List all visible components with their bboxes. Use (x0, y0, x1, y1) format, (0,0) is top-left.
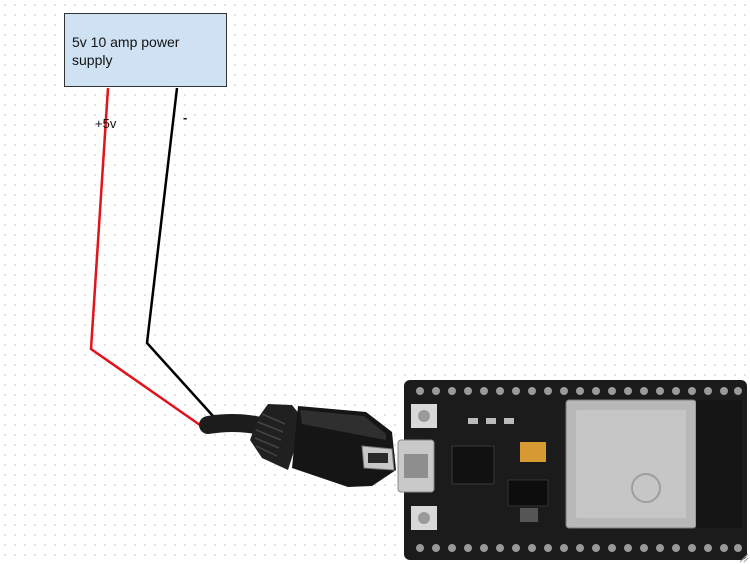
positive-wire (89, 87, 211, 434)
power-supply-label: 5v 10 amp power supply (72, 34, 180, 68)
positive-terminal-label: +5v (95, 116, 117, 131)
esp32-dev-board-icon (397, 380, 747, 560)
negative-terminal-label: - (183, 110, 188, 125)
resize-handle-icon[interactable] (739, 553, 749, 563)
negative-wire (145, 87, 214, 417)
power-supply-box: 5v 10 amp power supply (64, 13, 227, 87)
micro-usb-connector-icon (199, 404, 396, 487)
